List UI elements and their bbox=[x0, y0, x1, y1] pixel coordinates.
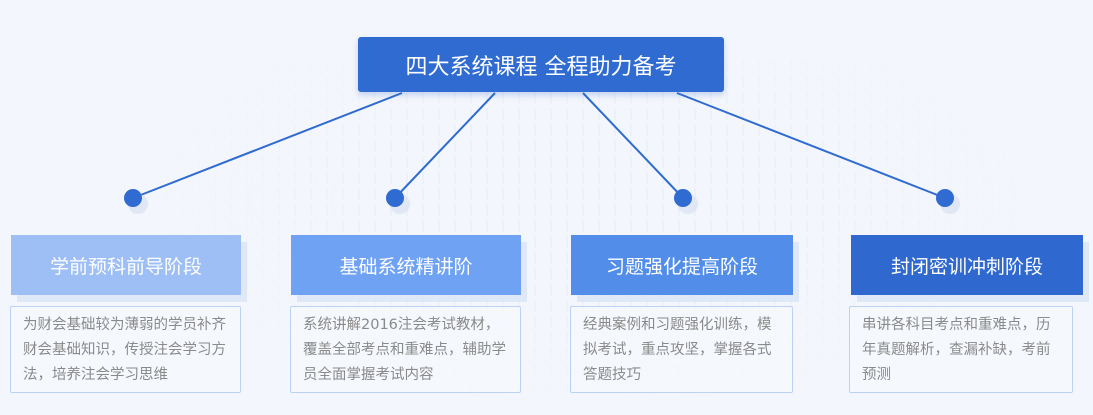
stage-header-1: 学前预科前导阶段 bbox=[11, 235, 241, 295]
stage-header-3: 习题强化提高阶段 bbox=[571, 235, 793, 295]
stage-description-1: 为财会基础较为薄弱的学员补齐财会基础知识，传授注会学习方法，培养注会学习思维 bbox=[10, 306, 241, 393]
stage-header-2: 基础系统精讲阶 bbox=[291, 235, 521, 295]
stage-description-2: 系统讲解2016注会考试教材，覆盖全部考点和重难点，辅助学员全面掌握考试内容 bbox=[290, 306, 521, 393]
stage-description-3: 经典案例和习题强化训练，模拟考试，重点攻坚，掌握各式答题技巧 bbox=[570, 306, 793, 393]
stage-header-4: 封闭密训冲刺阶段 bbox=[851, 235, 1083, 295]
connector-line-4 bbox=[676, 92, 946, 199]
node-dot-3 bbox=[674, 189, 692, 207]
connector-line-3 bbox=[582, 92, 684, 199]
node-dot-1 bbox=[124, 189, 142, 207]
connector-line-2 bbox=[394, 92, 496, 199]
node-dot-2 bbox=[386, 189, 404, 207]
connector-line-1 bbox=[132, 92, 403, 199]
node-dot-4 bbox=[936, 189, 954, 207]
stage-description-4: 串讲各科目考点和重难点，历年真题解析，查漏补缺，考前预测 bbox=[849, 306, 1073, 393]
main-title-banner: 四大系统课程 全程助力备考 bbox=[358, 37, 724, 92]
